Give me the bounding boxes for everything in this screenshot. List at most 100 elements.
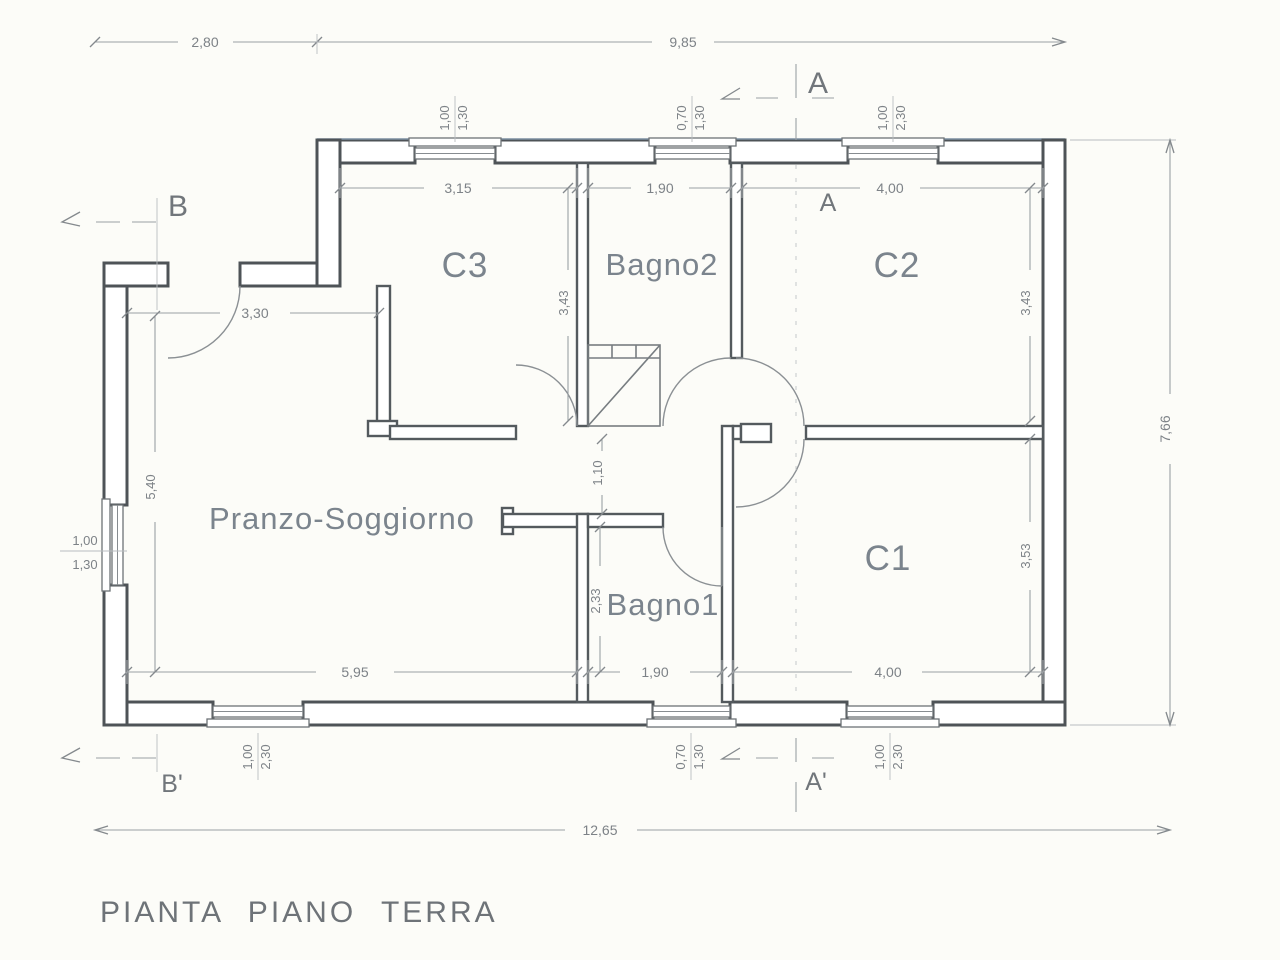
bagno1-door-arc xyxy=(662,526,723,587)
dim-label-bagno1-depth: 2,33 xyxy=(588,588,603,613)
window-label-top-c3: 1,00 1,30 xyxy=(437,96,470,142)
dim-label-c2-width: 4,00 xyxy=(876,180,903,196)
window-label-top-bagno2: 0,70 1,30 xyxy=(674,96,707,142)
dim-label-c2-depth: 3,43 xyxy=(1018,290,1033,315)
section-b: B B' xyxy=(60,190,188,798)
dim-label-bagno1-width: 1,90 xyxy=(641,664,668,680)
wall-entry-c3 xyxy=(375,284,392,428)
dim-label-total-height: 7,66 xyxy=(1157,415,1173,442)
dim-c3-width: 3,15 xyxy=(334,180,583,196)
room-labels: C3 Bagno2 C2 Pranzo-Soggiorno Bagno1 C1 xyxy=(209,246,921,622)
drawing-title: PIANTA PIANO TERRA xyxy=(100,896,498,929)
wall-bagno1-top xyxy=(586,512,665,529)
section-a: A A A' xyxy=(719,64,837,812)
dimension-lines: 2,80 9,85 3,15 1,90 xyxy=(89,34,1176,838)
dim-entry-width: 3,30 xyxy=(121,305,385,321)
interior-walls xyxy=(366,161,1045,704)
window-height-label: 1,30 xyxy=(692,105,707,130)
room-label-bagno2: Bagno2 xyxy=(606,247,719,282)
window-bottom-soggiorno xyxy=(206,705,310,728)
wall-corridor-bottom xyxy=(501,512,590,529)
window-label-left-soggiorno: 1,00 1,30 xyxy=(60,533,127,572)
dim-c3-depth: 3,43 xyxy=(556,182,574,427)
wall-c3-bottom xyxy=(388,424,518,441)
window-width-label: 1,00 xyxy=(875,105,890,130)
section-markers: A A A' B B' xyxy=(60,64,837,812)
dim-soggiorno-depth: 5,40 xyxy=(143,310,161,678)
window-width-label: 1,00 xyxy=(72,533,97,548)
wall-c1-left xyxy=(720,424,735,704)
window-bottom-c1 xyxy=(840,705,940,728)
window-height-label: 2,30 xyxy=(890,744,905,769)
window-width-label: 0,70 xyxy=(673,744,688,769)
section-label-a-top: A xyxy=(808,67,828,100)
dim-top-right: 9,85 xyxy=(316,34,1068,54)
window-height-label: 1,30 xyxy=(455,105,470,130)
dim-c2-width: 4,00 xyxy=(736,180,1049,196)
dim-soggiorno-width: 5,95 xyxy=(121,664,583,680)
window-height-label: 2,30 xyxy=(893,105,908,130)
dim-label-c3-depth: 3,43 xyxy=(556,290,571,315)
window-left-soggiorno xyxy=(101,498,124,592)
window-labels: 1,00 1,30 0,70 1,30 1,00 2,30 1,00 1,30 … xyxy=(60,96,908,780)
dim-label-entry-width: 3,30 xyxy=(241,305,268,321)
dim-label-top-left: 2,80 xyxy=(191,34,218,50)
section-label-b-bottom: B' xyxy=(161,770,182,798)
dim-label-top-right: 9,85 xyxy=(669,34,696,50)
dim-label-corridor-width: 1,10 xyxy=(590,460,605,485)
bagno2-door-arc xyxy=(662,357,732,427)
stair-diagonal xyxy=(587,344,661,427)
window-bottom-bagno1 xyxy=(646,705,737,728)
wall-bagno2-c2 xyxy=(729,161,744,360)
window-height-label: 1,30 xyxy=(72,557,97,572)
staircase xyxy=(587,344,661,427)
hall-pocket-detail xyxy=(739,422,773,444)
dim-label-bagno2-width: 1,90 xyxy=(646,180,673,196)
dim-label-c3-width: 3,15 xyxy=(444,180,471,196)
window-width-label: 1,00 xyxy=(872,744,887,769)
window-width-label: 1,00 xyxy=(437,105,452,130)
window-width-label: 0,70 xyxy=(674,105,689,130)
window-label-bottom-soggiorno: 1,00 2,30 xyxy=(240,733,273,780)
dim-bagno2-width: 1,90 xyxy=(582,180,737,196)
dim-c2-depth: 3,43 xyxy=(1018,182,1036,427)
dim-label-c1-width: 4,00 xyxy=(874,664,901,680)
window-label-bottom-c1: 1,00 2,30 xyxy=(872,733,905,780)
dim-corridor-width: 1,10 xyxy=(590,433,608,520)
window-height-label: 2,30 xyxy=(258,744,273,769)
section-label-a-inner: A xyxy=(820,189,837,217)
wall-c3-bagno2 xyxy=(575,161,590,428)
dim-total-width: 12,65 xyxy=(92,822,1173,838)
room-label-c1: C1 xyxy=(865,539,912,578)
room-label-pranzo-soggiorno: Pranzo-Soggiorno xyxy=(209,501,475,536)
window-top-bagno2 xyxy=(648,137,737,160)
dim-bagno1-depth: 2,33 xyxy=(588,521,606,678)
dim-c1-depth: 3,53 xyxy=(1018,433,1036,678)
dim-top-left: 2,80 xyxy=(89,34,323,50)
window-width-label: 1,00 xyxy=(240,744,255,769)
doors xyxy=(167,285,805,587)
c1-door-arc xyxy=(735,438,805,508)
dim-label-soggiorno-width: 5,95 xyxy=(341,664,368,680)
window-label-bottom-bagno1: 0,70 1,30 xyxy=(673,733,706,780)
c3-door-arc xyxy=(515,364,578,427)
dim-total-height: 7,66 xyxy=(1070,137,1176,728)
dim-bagno1-width: 1,90 xyxy=(582,664,728,680)
room-label-bagno1: Bagno1 xyxy=(607,587,720,622)
dim-c1-width: 4,00 xyxy=(727,664,1049,680)
wall-hall-stub xyxy=(731,424,743,441)
section-label-b-top: B xyxy=(168,190,188,223)
room-label-c2: C2 xyxy=(874,246,921,285)
c2-door-arc xyxy=(735,357,805,427)
dim-label-total-width: 12,65 xyxy=(582,822,617,838)
dim-label-soggiorno-depth: 5,40 xyxy=(143,474,158,499)
windows xyxy=(101,137,945,728)
window-label-top-c2: 1,00 2,30 xyxy=(875,96,908,142)
entrance-door-arc xyxy=(167,285,241,359)
room-label-c3: C3 xyxy=(442,246,489,285)
wall-c2-c1 xyxy=(804,424,1045,441)
window-height-label: 1,30 xyxy=(691,744,706,769)
section-label-a-bottom: A' xyxy=(805,768,826,796)
